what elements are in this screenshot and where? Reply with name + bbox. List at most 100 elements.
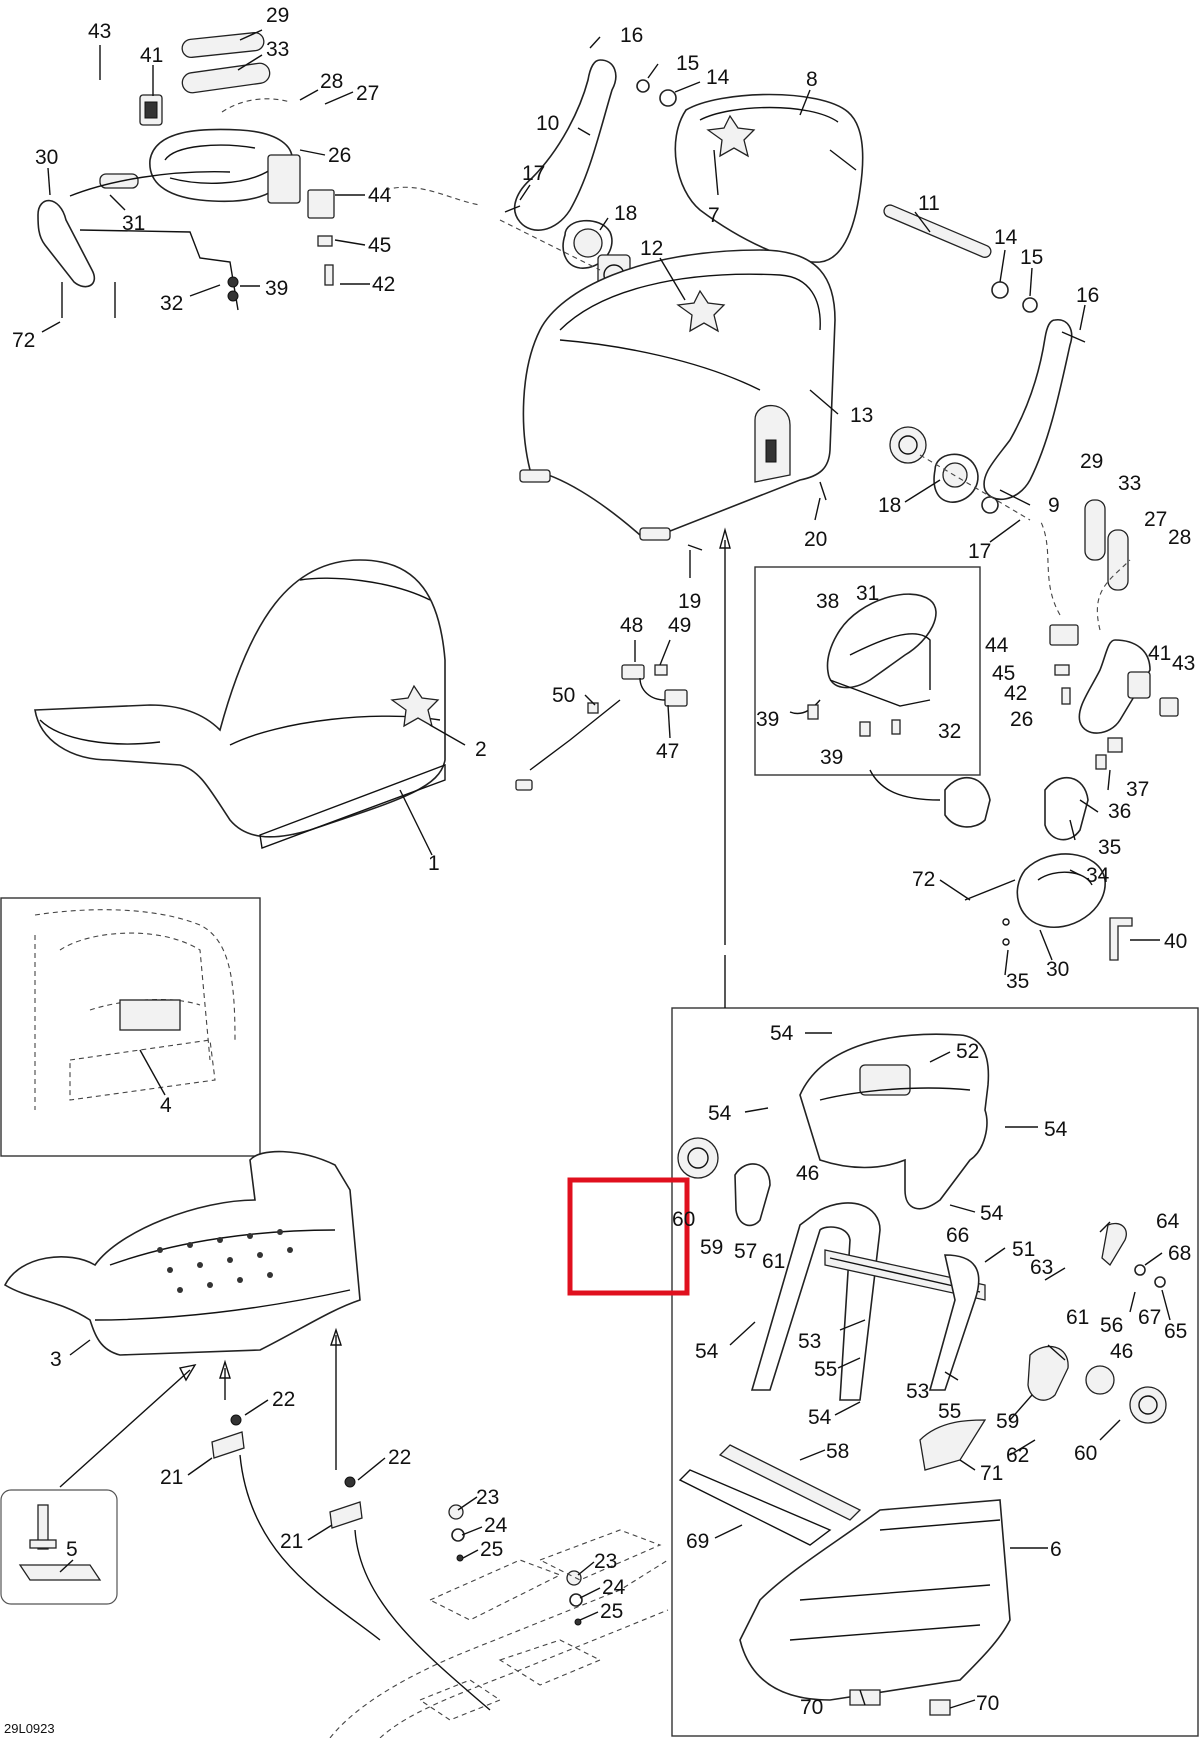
callout-69: 69: [686, 1530, 709, 1553]
callout-39: 39: [820, 746, 843, 769]
callout-30: 30: [35, 146, 58, 169]
callout-25: 25: [480, 1538, 503, 1561]
callout-67: 67: [1138, 1306, 1161, 1329]
callout-59: 59: [700, 1236, 723, 1259]
callout-17: 17: [968, 540, 991, 563]
callout-3: 3: [50, 1348, 62, 1371]
seat-backrest-cover: [519, 249, 836, 551]
callout-53: 53: [906, 1380, 929, 1403]
callout-44: 44: [368, 184, 392, 207]
callout-31: 31: [122, 212, 145, 235]
callout-42: 42: [1004, 682, 1027, 705]
callout-57: 57: [734, 1240, 757, 1263]
callout-9: 9: [1048, 494, 1060, 517]
callout-33: 33: [266, 38, 289, 61]
backrest-rod-and-arm-right: [883, 204, 1086, 501]
callout-22: 22: [272, 1388, 295, 1411]
callout-12: 12: [640, 237, 663, 260]
callout-47: 47: [656, 740, 679, 763]
callout-30: 30: [1046, 958, 1069, 981]
passenger-handle-right-assembly: [1039, 499, 1179, 734]
callout-38: 38: [816, 590, 839, 613]
callout-24: 24: [484, 1514, 508, 1537]
callout-43: 43: [88, 20, 111, 43]
callout-14: 14: [994, 226, 1018, 249]
callout-23: 23: [476, 1486, 499, 1509]
callout-51: 51: [1012, 1238, 1035, 1261]
callout-43: 43: [1172, 652, 1195, 675]
callout-16: 16: [620, 24, 643, 47]
callout-11: 11: [918, 192, 940, 215]
callout-29: 29: [266, 4, 289, 27]
callout-8: 8: [806, 68, 818, 91]
callout-70: 70: [800, 1696, 823, 1719]
callout-6: 6: [1050, 1538, 1062, 1561]
callout-1: 1: [428, 852, 440, 875]
callout-41: 41: [140, 44, 163, 67]
callout-60: 60: [1074, 1442, 1097, 1465]
callout-leaders: [41, 29, 1171, 1709]
callout-64: 64: [1156, 1210, 1180, 1233]
callout-39: 39: [756, 708, 779, 731]
callout-72: 72: [912, 868, 935, 891]
callout-46: 46: [796, 1162, 819, 1185]
callout-70: 70: [976, 1692, 999, 1715]
callout-26: 26: [328, 144, 351, 167]
diagram-code: 29L0923: [4, 1721, 55, 1736]
callout-65: 65: [1164, 1320, 1187, 1343]
callout-31: 31: [856, 582, 879, 605]
callout-18: 18: [614, 202, 637, 225]
callout-59: 59: [996, 1410, 1019, 1433]
artwork: [0, 29, 1199, 1738]
callout-20: 20: [804, 528, 827, 551]
callout-33: 33: [1118, 472, 1141, 495]
callout-54: 54: [980, 1202, 1004, 1225]
callout-54: 54: [708, 1102, 732, 1125]
callout-26: 26: [1010, 708, 1033, 731]
callout-42: 42: [372, 273, 395, 296]
callout-17: 17: [522, 162, 545, 185]
callout-55: 55: [814, 1358, 837, 1381]
callout-32: 32: [160, 292, 183, 315]
highlight-box: [567, 1177, 690, 1296]
callout-34: 34: [1086, 864, 1110, 887]
callout-35: 35: [1006, 970, 1029, 993]
seat: [34, 559, 446, 849]
callout-28: 28: [320, 70, 343, 93]
callout-50: 50: [552, 684, 575, 707]
frame-outline: [329, 1529, 669, 1738]
callout-54: 54: [1044, 1118, 1068, 1141]
callout-62: 62: [1006, 1444, 1029, 1467]
callout-15: 15: [676, 52, 699, 75]
callout-60: 60: [672, 1208, 695, 1231]
backrest-cushion: [674, 93, 864, 263]
callout-24: 24: [602, 1576, 626, 1599]
callout-54: 54: [695, 1340, 719, 1363]
inset-seat-underside-detail: [0, 897, 261, 1157]
connector-lines: [59, 186, 731, 1711]
callout-53: 53: [798, 1330, 821, 1353]
callout-49: 49: [668, 614, 691, 637]
rear-handle-assembly: [944, 737, 1133, 961]
callout-18: 18: [878, 494, 901, 517]
callout-48: 48: [620, 614, 643, 637]
callout-63: 63: [1030, 1256, 1053, 1279]
callout-68: 68: [1168, 1242, 1191, 1265]
callout-10: 10: [536, 112, 559, 135]
passenger-handle-left-assembly: [37, 32, 335, 318]
callout-58: 58: [826, 1440, 849, 1463]
callout-36: 36: [1108, 800, 1131, 823]
callout-16: 16: [1076, 284, 1099, 307]
callout-5: 5: [66, 1538, 78, 1561]
callout-27: 27: [356, 82, 379, 105]
inset-tilt-mechanism: [671, 1007, 1199, 1737]
callout-28: 28: [1168, 526, 1191, 549]
callout-14: 14: [706, 66, 730, 89]
callout-45: 45: [992, 662, 1015, 685]
callout-55: 55: [938, 1400, 961, 1423]
callout-54: 54: [770, 1022, 794, 1045]
callout-46: 46: [1110, 1340, 1133, 1363]
callout-56: 56: [1100, 1314, 1123, 1337]
callout-19: 19: [678, 590, 701, 613]
